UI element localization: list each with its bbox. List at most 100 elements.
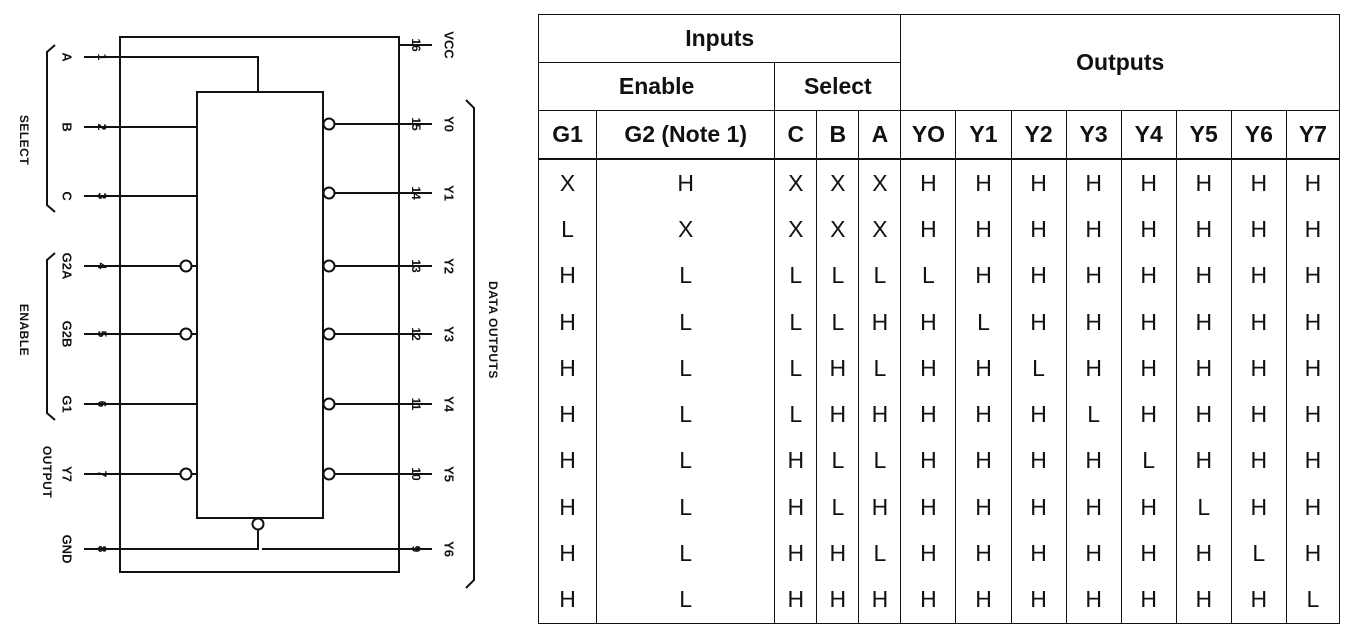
- table-cell: L: [858, 345, 902, 392]
- pin-name-label: A: [60, 52, 75, 62]
- table-cell: H: [816, 345, 860, 392]
- table-cell: L: [596, 391, 776, 438]
- data-outputs-group-label: DATA OUTPUTS: [486, 281, 500, 379]
- table-cell: H: [1230, 206, 1287, 253]
- table-cell: L: [596, 345, 776, 392]
- column-header: G2 (Note 1): [596, 110, 776, 160]
- table-cell: H: [1120, 391, 1177, 438]
- gnd-wire: [120, 530, 259, 550]
- pin-number-label: 1: [95, 54, 109, 61]
- table-cell: H: [537, 576, 598, 624]
- pin-name-label: Y5: [442, 466, 457, 482]
- table-cell: H: [1065, 437, 1122, 485]
- table-cell: H: [1285, 159, 1341, 207]
- column-header: Y4: [1120, 110, 1177, 160]
- table-cell: X: [816, 206, 860, 253]
- table-cell: L: [1175, 484, 1232, 531]
- table-cell: H: [1010, 576, 1067, 624]
- pin-name-label: B: [60, 122, 75, 131]
- table-cell: H: [1175, 206, 1232, 253]
- table-cell: L: [596, 484, 776, 531]
- table-cell: H: [537, 298, 598, 346]
- column-header: Y7: [1285, 110, 1341, 160]
- table-cell: H: [1010, 484, 1067, 531]
- pin-name-label: Y3: [442, 326, 457, 342]
- table-cell: H: [596, 159, 776, 207]
- table-cell: H: [1010, 159, 1067, 207]
- pin-number-label: 8: [95, 546, 109, 553]
- table-cell: H: [900, 298, 957, 346]
- table-cell: H: [1120, 345, 1177, 392]
- table-cell: X: [816, 159, 860, 207]
- table-cell: H: [1285, 391, 1341, 438]
- table-cell: H: [1120, 159, 1177, 207]
- table-cell: H: [1230, 159, 1287, 207]
- table-cell: L: [900, 252, 957, 299]
- table-cell: L: [816, 437, 860, 485]
- outputs-header: Outputs: [900, 14, 1340, 111]
- table-cell: L: [858, 437, 902, 485]
- table-cell: H: [955, 391, 1012, 438]
- table-cell: H: [900, 484, 957, 531]
- table-cell: H: [1120, 484, 1177, 531]
- table-cell: H: [1230, 437, 1287, 485]
- table-cell: H: [537, 530, 598, 577]
- table-cell: H: [1010, 206, 1067, 253]
- table-cell: H: [1175, 345, 1232, 392]
- inversion-bubble: [251, 517, 265, 531]
- table-cell: L: [596, 298, 776, 346]
- pin-number-label: 16: [409, 38, 423, 52]
- table-cell: H: [1065, 345, 1122, 392]
- column-header: Y6: [1230, 110, 1287, 160]
- pin-number-label: 6: [95, 401, 109, 408]
- table-cell: H: [955, 576, 1012, 624]
- table-cell: H: [1175, 576, 1232, 624]
- table-cell: H: [1175, 437, 1232, 485]
- table-cell: L: [1065, 391, 1122, 438]
- table-cell: L: [596, 576, 776, 624]
- table-cell: H: [1010, 252, 1067, 299]
- pin-name-label: VCC: [442, 31, 457, 59]
- pin-name-label: Y1: [442, 185, 457, 201]
- table-cell: H: [537, 252, 598, 299]
- table-cell: H: [537, 345, 598, 392]
- table-cell: H: [1285, 298, 1341, 346]
- table-cell: L: [816, 484, 860, 531]
- table-cell: H: [955, 437, 1012, 485]
- inputs-header: Inputs: [537, 14, 902, 63]
- table-cell: H: [1065, 576, 1122, 624]
- table-cell: H: [1065, 252, 1122, 299]
- pin-name-label: Y6: [442, 541, 457, 557]
- data-outputs-bracket: [465, 99, 475, 589]
- table-cell: H: [1120, 530, 1177, 577]
- table-cell: X: [858, 206, 902, 253]
- table-cell: H: [1285, 530, 1341, 577]
- table-cell: H: [900, 206, 957, 253]
- table-cell: H: [1010, 530, 1067, 577]
- table-cell: L: [858, 252, 902, 299]
- column-header: Y3: [1065, 110, 1122, 160]
- column-header: Y1: [955, 110, 1012, 160]
- table-cell: X: [596, 206, 776, 253]
- table-cell: X: [774, 206, 818, 253]
- table-cell: H: [1285, 252, 1341, 299]
- table-cell: H: [1175, 252, 1232, 299]
- table-cell: X: [858, 159, 902, 207]
- pin-number-label: 4: [95, 263, 109, 270]
- table-cell: H: [1010, 298, 1067, 346]
- table-cell: L: [1230, 530, 1287, 577]
- table-cell: H: [858, 391, 902, 438]
- table-cell: H: [1010, 437, 1067, 485]
- table-cell: H: [955, 484, 1012, 531]
- pin-number-label: 7: [95, 471, 109, 478]
- table-cell: H: [1065, 484, 1122, 531]
- table-cell: H: [955, 252, 1012, 299]
